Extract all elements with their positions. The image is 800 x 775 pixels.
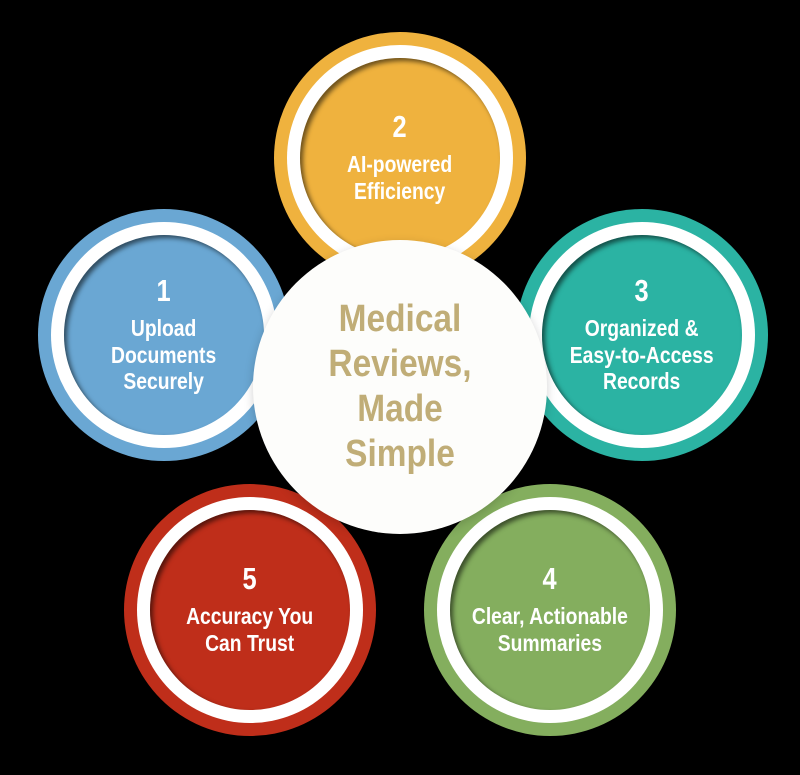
step-2-number: 2 — [392, 109, 408, 145]
step-4-inner-disc: 4 Clear, Actionable Summaries — [450, 510, 650, 710]
step-1-label: Upload Documents Securely — [111, 314, 217, 395]
step-circle-1[interactable]: 1 Upload Documents Securely — [38, 209, 296, 468]
step-circle-5[interactable]: 5 Accuracy You Can Trust — [124, 484, 382, 743]
step-2-inner-disc: 2 AI-powered Efficiency — [300, 58, 500, 258]
center-hub: Medical Reviews, Made Simple — [253, 240, 547, 534]
step-5-number: 5 — [242, 561, 258, 597]
step-3-inner-disc: 3 Organized & Easy-to-Access Records — [542, 235, 742, 435]
step-3-label: Organized & Easy-to-Access Records — [570, 314, 714, 395]
infographic-title: Medical Reviews, Made Simple — [328, 298, 472, 475]
step-3-number: 3 — [634, 272, 650, 308]
step-1-inner-disc: 1 Upload Documents Securely — [64, 235, 264, 435]
step-circle-3[interactable]: 3 Organized & Easy-to-Access Records — [516, 209, 774, 468]
step-4-label: Clear, Actionable Summaries — [471, 603, 629, 656]
step-1-number: 1 — [156, 272, 172, 308]
step-4-number: 4 — [542, 561, 558, 597]
step-5-inner-disc: 5 Accuracy You Can Trust — [150, 510, 350, 710]
step-5-label: Accuracy You Can Trust — [186, 603, 314, 656]
step-2-label: AI-powered Efficiency — [347, 151, 453, 204]
step-circle-4[interactable]: 4 Clear, Actionable Summaries — [424, 484, 682, 743]
